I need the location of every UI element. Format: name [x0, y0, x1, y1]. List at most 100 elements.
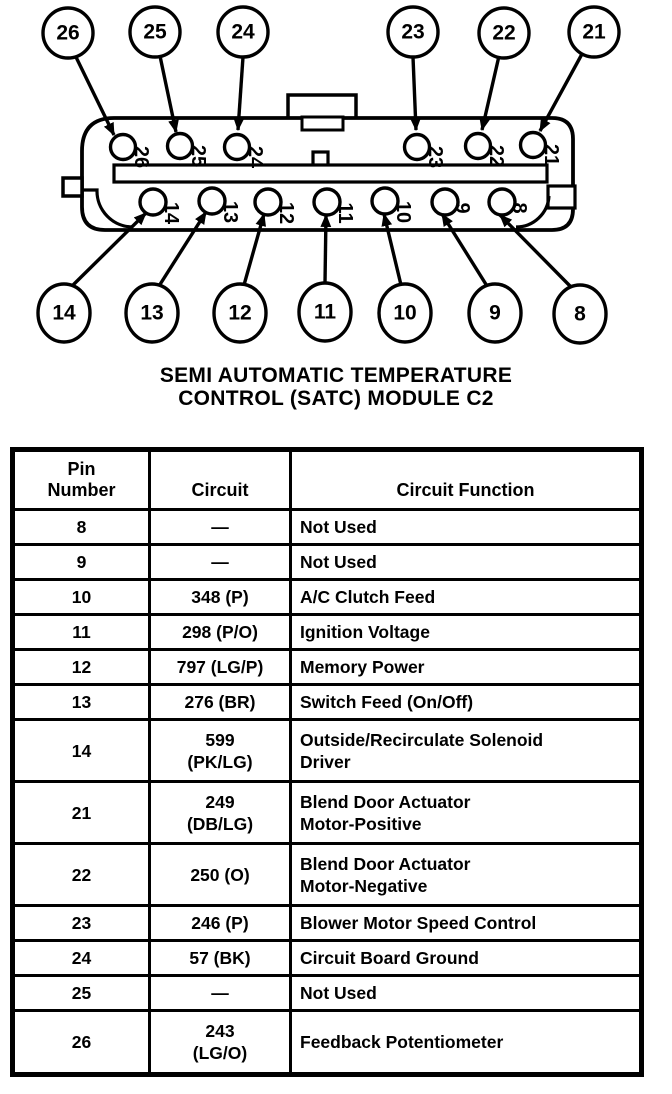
cell-function: Outside/Recirculate Solenoid Driver	[289, 718, 643, 783]
callout-bubble-9	[467, 282, 523, 344]
table-row: 25 — Not Used	[11, 974, 643, 1012]
callout-number-24: 24	[231, 21, 255, 44]
callout-number-23: 23	[401, 21, 424, 44]
connector-inner-tab	[300, 115, 345, 132]
header-row: Pin Number Circuit Circuit Function	[11, 448, 643, 511]
callout-number-25: 25	[143, 21, 167, 44]
cell-function: Blend Door Actuator Motor-Negative	[289, 842, 643, 907]
cell-pin: 23	[11, 904, 151, 942]
callout-number-10: 10	[393, 302, 416, 325]
leader-line-23	[410, 56, 421, 132]
callout-number-22: 22	[492, 22, 515, 45]
pin-label-12: 12	[275, 202, 297, 224]
callout-number-13: 13	[140, 302, 163, 325]
col-header-pin-number: Pin Number	[11, 448, 151, 511]
cell-function: Memory Power	[289, 648, 643, 686]
pin-hole-21	[518, 130, 548, 160]
cell-circuit: —	[148, 543, 292, 581]
table-row: 9 — Not Used	[11, 543, 643, 581]
table-row: 23 246 (P) Blower Motor Speed Control	[11, 904, 643, 942]
cell-pin: 10	[11, 578, 151, 616]
callout-bubble-12	[212, 282, 268, 344]
leader-line-9	[440, 213, 489, 287]
pin-label-10: 10	[392, 201, 414, 223]
callout-number-11: 11	[314, 301, 337, 324]
cell-circuit: 249 (DB/LG)	[148, 780, 292, 845]
leader-line-13	[157, 211, 208, 287]
callout-bubble-23	[386, 5, 440, 59]
leader-line-22	[479, 55, 501, 132]
pin-hole-26	[108, 132, 138, 162]
cell-circuit: 797 (LG/P)	[148, 648, 292, 686]
module-title-line1: SEMI AUTOMATIC TEMPERATURE	[159, 364, 513, 387]
module-title-line2: CONTROL (SATC) MODULE C2	[178, 387, 494, 410]
pin-label-23: 23	[424, 146, 446, 168]
pin-hole-23	[402, 132, 432, 162]
table-row: 24 57 (BK) Circuit Board Ground	[11, 939, 643, 977]
table-row: 22 250 (O) Blend Door Actuator Motor-Neg…	[11, 842, 643, 907]
table-row: 14 599 (PK/LG) Outside/Recirculate Solen…	[11, 718, 643, 783]
cell-function: Feedback Potentiometer	[289, 1009, 643, 1076]
cell-pin: 24	[11, 939, 151, 977]
pin-hole-12	[253, 187, 283, 217]
cell-circuit: 57 (BK)	[148, 939, 292, 977]
cell-function: Switch Feed (On/Off)	[289, 683, 643, 721]
pin-label-8: 8	[508, 202, 530, 213]
pin-label-13: 13	[219, 201, 241, 223]
callout-bubble-8	[552, 283, 608, 345]
cell-pin: 21	[11, 780, 151, 845]
table-row: 21 249 (DB/LG) Blend Door Actuator Motor…	[11, 780, 643, 845]
connector-top-tab	[286, 93, 358, 121]
table-row: 26 243 (LG/O) Feedback Potentiometer	[11, 1009, 643, 1076]
callout-bubble-25	[128, 5, 182, 59]
cell-function: Blower Motor Speed Control	[289, 904, 643, 942]
table-row: 10 348 (P) A/C Clutch Feed	[11, 578, 643, 616]
cell-function: Not Used	[289, 543, 643, 581]
connector-step-right	[546, 184, 577, 210]
leader-line-12	[242, 212, 266, 286]
pin-label-11: 11	[334, 202, 356, 223]
connector-diagram: 26 25 24 23 22 21 14 13 12 11 10 9 8	[36, 5, 621, 345]
cell-circuit: 243 (LG/O)	[148, 1009, 292, 1076]
callout-bubble-22	[477, 6, 531, 60]
pin-hole-13	[197, 186, 227, 216]
cell-circuit: 348 (P)	[148, 578, 292, 616]
cell-pin: 22	[11, 842, 151, 907]
pin-hole-24	[222, 132, 252, 162]
table-row: 13 276 (BR) Switch Feed (On/Off)	[11, 683, 643, 721]
leader-line-10	[381, 212, 403, 286]
cell-function: A/C Clutch Feed	[289, 578, 643, 616]
leader-line-21	[538, 53, 584, 132]
cell-pin: 8	[11, 508, 151, 546]
callout-bubble-14	[36, 282, 92, 344]
cell-function: Ignition Voltage	[289, 613, 643, 651]
pin-hole-14	[138, 187, 168, 217]
cell-function: Blend Door Actuator Motor-Positive	[289, 780, 643, 845]
leader-line-25	[158, 55, 179, 134]
cell-pin: 25	[11, 974, 151, 1012]
table-row: 12 797 (LG/P) Memory Power	[11, 648, 643, 686]
connector-corner-arc-right	[515, 195, 551, 229]
cell-function: Circuit Board Ground	[289, 939, 643, 977]
cell-pin: 12	[11, 648, 151, 686]
cell-circuit: 250 (O)	[148, 842, 292, 907]
cell-circuit: 276 (BR)	[148, 683, 292, 721]
pin-label-26: 26	[130, 146, 152, 168]
callout-bubble-26	[41, 6, 95, 60]
pin-hole-22	[463, 131, 493, 161]
pinout-table: Pin Number Circuit Circuit Function 8 — …	[10, 447, 644, 1077]
table-row: 8 — Not Used	[11, 508, 643, 546]
leader-line-8	[498, 213, 573, 289]
callout-number-12: 12	[228, 302, 251, 325]
callout-bubble-13	[124, 282, 180, 344]
cell-circuit: 599 (PK/LG)	[148, 718, 292, 783]
cell-circuit: 246 (P)	[148, 904, 292, 942]
cell-pin: 11	[11, 613, 151, 651]
cell-function: Not Used	[289, 974, 643, 1012]
leader-line-24	[233, 56, 245, 132]
callout-bubble-11	[297, 281, 353, 343]
pin-label-25: 25	[187, 145, 209, 167]
cell-pin: 9	[11, 543, 151, 581]
leader-line-14	[69, 211, 148, 289]
